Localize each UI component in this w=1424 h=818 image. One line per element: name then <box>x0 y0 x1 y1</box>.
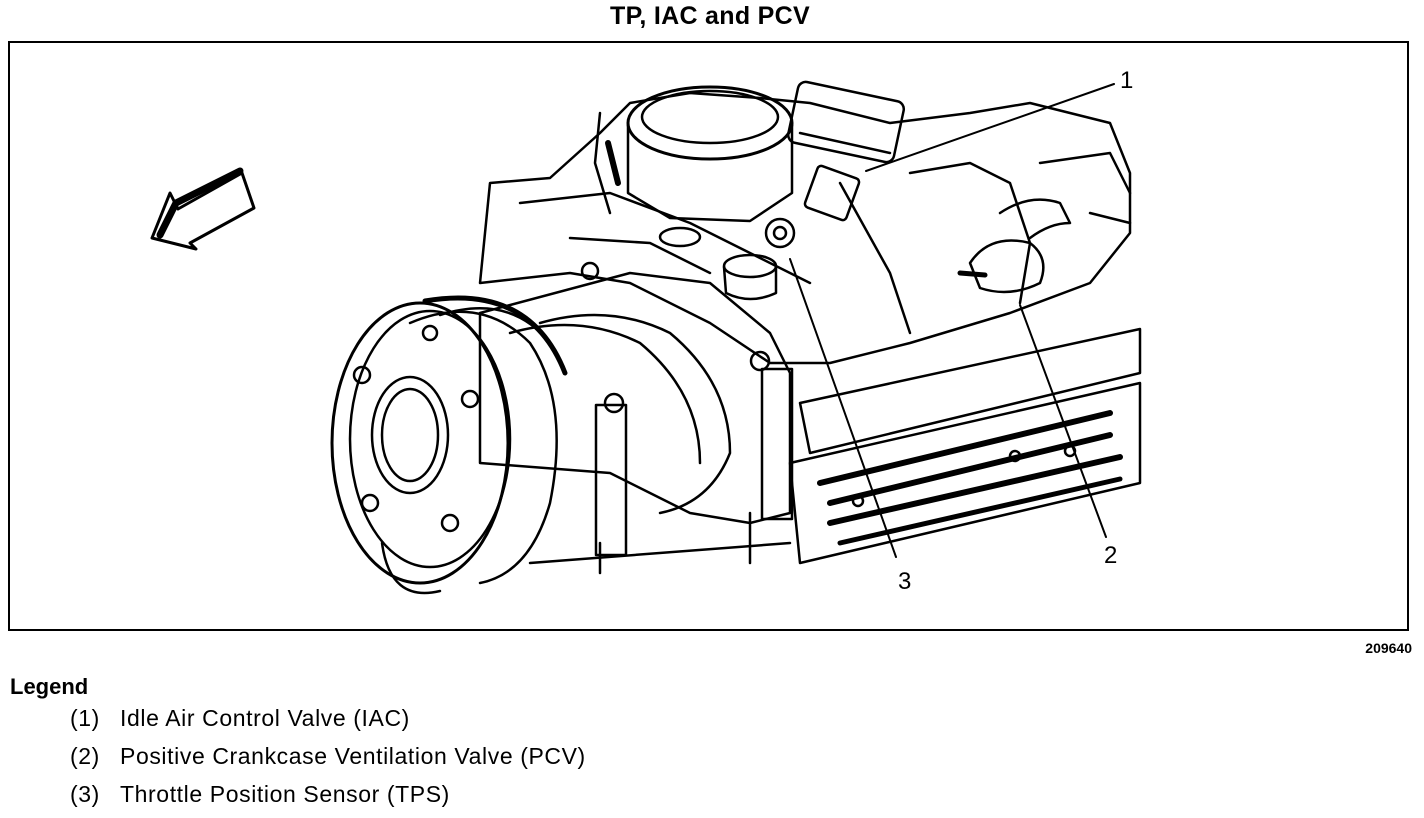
callout-1: 1 <box>1120 67 1133 94</box>
engine-illustration-frame: 1 2 3 <box>8 41 1409 631</box>
legend-item-number: (3) <box>70 781 100 807</box>
legend-item: (1) Idle Air Control Valve (IAC) <box>70 704 586 742</box>
intake-manifold <box>478 91 1132 365</box>
page-title: TP, IAC and PCV <box>610 2 810 30</box>
compressor-body <box>478 271 794 575</box>
legend-list: (1) Idle Air Control Valve (IAC) (2) Posit… <box>70 704 586 818</box>
leader-line-2 <box>1019 304 1107 538</box>
legend-item-label: Throttle Position Sensor (TPS) <box>120 781 450 807</box>
leader-line-1 <box>865 83 1115 172</box>
throttle-body <box>593 85 794 223</box>
direction-arrow-icon <box>150 167 256 251</box>
legend-item-number: (1) <box>70 705 100 731</box>
valve-cover <box>788 327 1142 565</box>
legend-item: (3) Throttle Position Sensor (TPS) <box>70 780 586 818</box>
callout-2: 2 <box>1104 542 1117 569</box>
legend-item-label: Idle Air Control Valve (IAC) <box>120 705 410 731</box>
legend-item-number: (2) <box>70 743 100 769</box>
pcv-valve <box>957 198 1072 294</box>
leader-line-3 <box>789 258 897 558</box>
figure-id: 209640 <box>1365 640 1412 656</box>
legend-item-label: Positive Crankcase Ventilation Valve (PC… <box>120 743 586 769</box>
callout-3: 3 <box>898 568 911 595</box>
pulley <box>330 295 568 595</box>
engine-illustration: 1 2 3 <box>150 67 1142 595</box>
engine-caps <box>580 226 778 414</box>
legend-item: (2) Positive Crankcase Ventilation Valve … <box>70 742 586 780</box>
iac-valve <box>764 80 906 249</box>
callout-leaders <box>789 83 1115 558</box>
legend-heading: Legend <box>10 674 89 699</box>
